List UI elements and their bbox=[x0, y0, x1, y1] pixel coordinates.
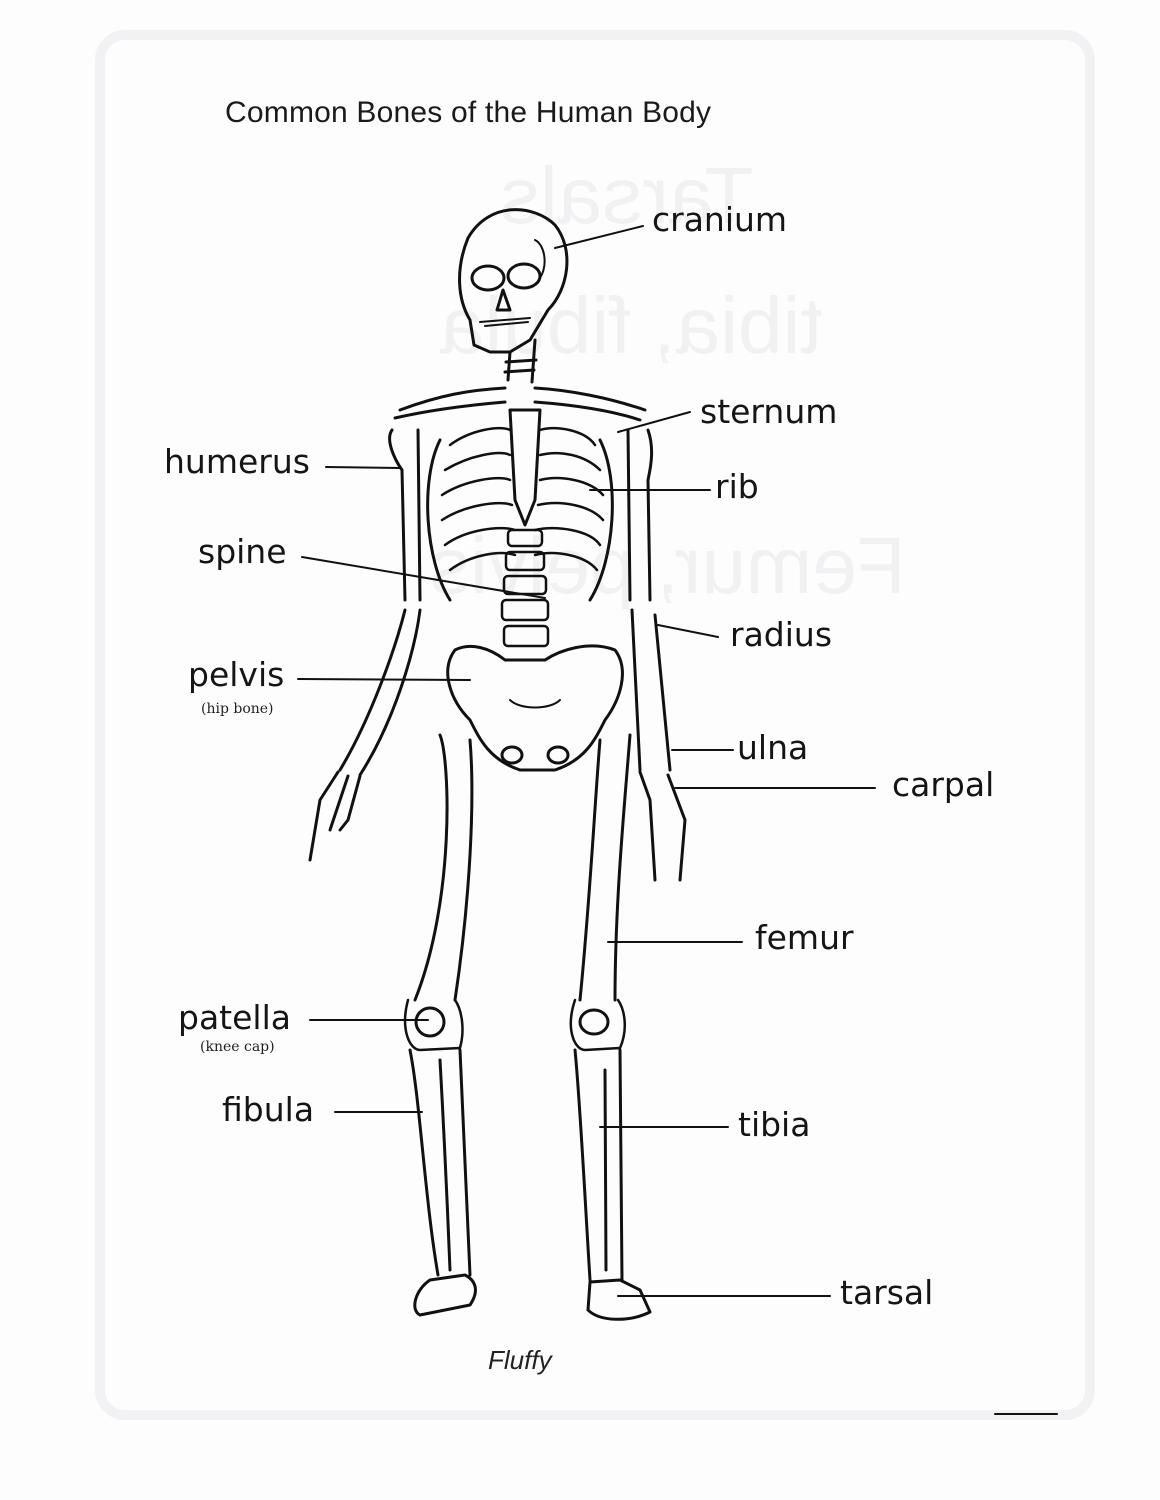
label-tarsal: tarsal bbox=[840, 1273, 934, 1312]
leader-humerus bbox=[325, 466, 401, 469]
skull bbox=[458, 208, 569, 354]
label-sternum: sternum bbox=[700, 392, 838, 431]
label-radius: radius bbox=[730, 615, 833, 654]
label-patella-sub: (knee cap) bbox=[200, 1039, 275, 1055]
page-title: Common Bones of the Human Body bbox=[225, 96, 712, 129]
decorative-bone-border bbox=[95, 30, 1095, 1420]
label-patella: patella bbox=[178, 998, 291, 1037]
label-pelvis-sub: (hip bone) bbox=[201, 701, 274, 717]
author-credit: Fluffy bbox=[488, 1345, 552, 1375]
leader-cranium bbox=[554, 225, 644, 249]
label-pelvis: pelvis bbox=[188, 655, 285, 694]
leader-spine bbox=[301, 556, 546, 599]
label-carpal: carpal bbox=[892, 765, 995, 804]
label-humerus: humerus bbox=[164, 442, 310, 481]
leader-sternum bbox=[617, 411, 691, 433]
label-cranium: cranium bbox=[652, 200, 788, 239]
leader-radius bbox=[657, 624, 719, 638]
label-ulna: ulna bbox=[737, 728, 809, 767]
label-tibia: tibia bbox=[738, 1105, 811, 1144]
leader-pelvis bbox=[297, 678, 471, 681]
label-rib: rib bbox=[715, 467, 759, 506]
label-femur: femur bbox=[755, 918, 854, 957]
label-spine: spine bbox=[198, 532, 287, 571]
label-fibula: fibula bbox=[222, 1090, 315, 1129]
